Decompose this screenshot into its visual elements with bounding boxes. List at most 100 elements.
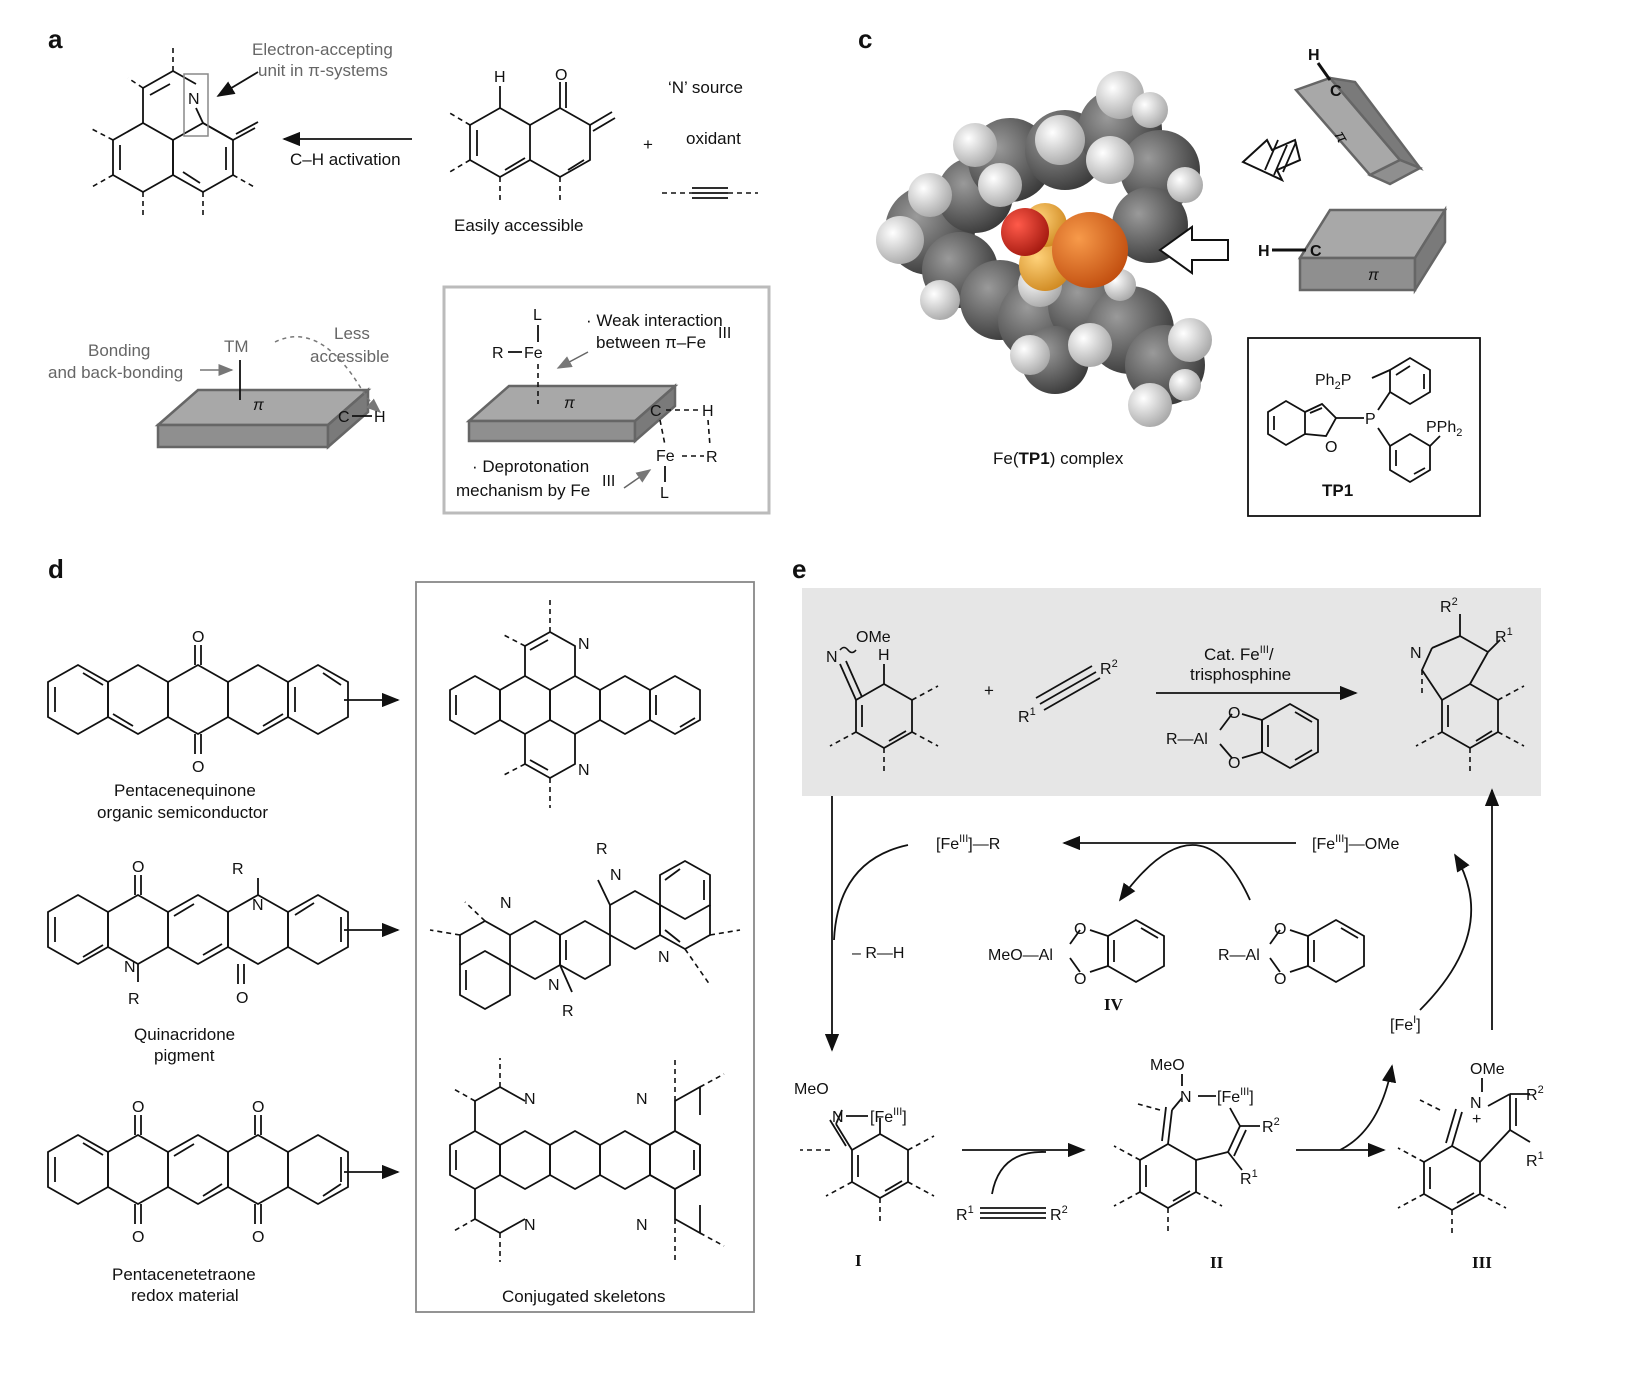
tp1-box xyxy=(1247,337,1481,517)
o-1: O xyxy=(132,1099,144,1116)
reagent-exchange-arrow xyxy=(1118,844,1251,902)
pph2-group: PPh2 xyxy=(1426,419,1462,439)
organic-semiconductor-label: organic semiconductor xyxy=(97,803,268,822)
flat-pi-slab xyxy=(1297,205,1448,295)
atom-n: N xyxy=(826,649,838,666)
r1-ii: R1 xyxy=(1240,1168,1258,1188)
pi-slab-right xyxy=(465,383,679,444)
redox-material-label: redox material xyxy=(131,1286,239,1305)
r1-product: R1 xyxy=(1495,626,1513,646)
r-al-catecholate: R—Al O O xyxy=(1218,918,1365,988)
n-source-label: ‘N’ source xyxy=(668,78,743,97)
pi-symbol-right: π xyxy=(564,395,575,412)
alkyne-substrate: R1 R2 xyxy=(1018,658,1118,726)
meo-i: MeO xyxy=(794,1081,829,1098)
electron-accepting-label: Electron-accepting xyxy=(252,40,393,59)
quinacridone-label: Quinacridone xyxy=(134,1025,235,1044)
catalyst-label: Cat. FeIII/ xyxy=(1204,644,1274,664)
pi-slab-left xyxy=(154,387,372,450)
ligand-l-bottom: L xyxy=(660,485,669,502)
panel-a-product-structure: N xyxy=(89,48,259,218)
r2-iii: R2 xyxy=(1526,1084,1544,1104)
label-ii: II xyxy=(1210,1253,1224,1272)
n-bottom: N xyxy=(124,959,136,976)
alkyne-entry-arrow xyxy=(991,1151,1047,1195)
n-3d: N xyxy=(636,1217,648,1234)
pointer-arrow xyxy=(216,71,259,97)
n-3b: N xyxy=(524,1217,536,1234)
ligand-l-top: L xyxy=(533,307,542,324)
fe-tp1-space-filling-model xyxy=(876,71,1212,427)
ch-bond-top xyxy=(1316,62,1332,81)
tm-label: TM xyxy=(224,337,249,356)
atom-h: H xyxy=(878,647,890,664)
meo-al: MeO—Al xyxy=(988,947,1053,964)
minus-rh-label: – R—H xyxy=(852,945,904,962)
c-flat: C xyxy=(1310,243,1322,260)
ome-iii: OMe xyxy=(1470,1061,1505,1078)
r-2b: R xyxy=(562,1003,574,1020)
furan-o: O xyxy=(1325,439,1337,456)
atom-o: O xyxy=(555,67,567,84)
r2-ii: R2 xyxy=(1262,1116,1280,1136)
n-2d: N xyxy=(548,977,560,994)
r-bottom: R xyxy=(128,991,140,1008)
plus-sign: + xyxy=(643,135,653,154)
accessible-label: accessible xyxy=(310,347,389,366)
label-i: I xyxy=(855,1251,862,1270)
o-1: O xyxy=(1074,921,1086,938)
electron-accepting-label-2: unit in π-systems xyxy=(258,61,388,80)
quinacridone-structure: O O N R N R xyxy=(47,859,349,1008)
r2-alkyne: R2 xyxy=(1050,1204,1068,1224)
deprotonation-label: · Deprotonation xyxy=(472,457,589,476)
panel-label-a: a xyxy=(48,24,63,54)
fe-r-species: [FeIII]—R xyxy=(936,833,1000,853)
o-bottom: O xyxy=(236,990,248,1007)
n-iii: N xyxy=(1470,1095,1482,1112)
pentacenetetraone-structure: O O O O xyxy=(47,1099,349,1246)
tilted-pi-slab xyxy=(1293,76,1424,186)
intermediate-i: MeO N [FeIII] xyxy=(794,1081,935,1222)
n-3c: N xyxy=(636,1091,648,1108)
n-ii: N xyxy=(1180,1089,1192,1106)
pentacenetetraone-label: Pentacenetetraone xyxy=(112,1265,256,1284)
intermediate-ii: MeO N [FeIII] R2 R1 xyxy=(1113,1057,1280,1232)
c-fe-dash xyxy=(659,419,666,446)
r1-iii: R1 xyxy=(1526,1150,1544,1170)
superscript-iii: III xyxy=(718,325,731,342)
plus-charge: + xyxy=(1472,1111,1481,1128)
h-flat: H xyxy=(1258,243,1270,260)
n-2a: N xyxy=(500,895,512,912)
o-2: O xyxy=(1274,971,1286,988)
r1-group: R1 xyxy=(1018,706,1036,726)
r-2a: R xyxy=(596,841,608,858)
o-3: O xyxy=(132,1229,144,1246)
n-1a: N xyxy=(578,636,590,653)
ph2p-group: Ph2P xyxy=(1315,372,1351,392)
less-accessible-arrow xyxy=(274,336,382,413)
h-r-dash xyxy=(707,419,711,447)
h-label-left: H xyxy=(374,409,386,426)
r-al: R—Al xyxy=(1166,731,1208,748)
fe-i-release-arrow xyxy=(1339,1064,1397,1151)
fe-r-return-arrow xyxy=(833,844,909,941)
pentacenequinone-structure: O O xyxy=(47,629,349,776)
superscript-iii-2: III xyxy=(602,473,615,490)
skeleton-3: N N N N xyxy=(449,1058,725,1262)
intermediate-iii: OMe N + R2 R1 xyxy=(1397,1061,1544,1234)
n-top: N xyxy=(252,897,264,914)
h-top: H xyxy=(1308,47,1320,64)
back-bonding-label: and back-bonding xyxy=(48,363,183,382)
reoxidation-arrow xyxy=(1419,853,1473,1011)
conjugated-skeletons-box xyxy=(415,581,755,1313)
weak-pointer xyxy=(556,351,589,369)
fe-top: Fe xyxy=(524,345,543,362)
c-top: C xyxy=(1330,83,1342,100)
bonding-label: Bonding xyxy=(88,341,150,360)
o-1: O xyxy=(1274,921,1286,938)
ome-group: OMe xyxy=(856,629,891,646)
fe-complex-caption: Fe(TP1) complex xyxy=(993,449,1124,468)
n-1b: N xyxy=(578,762,590,779)
fe-bottom: Fe xyxy=(656,448,675,465)
